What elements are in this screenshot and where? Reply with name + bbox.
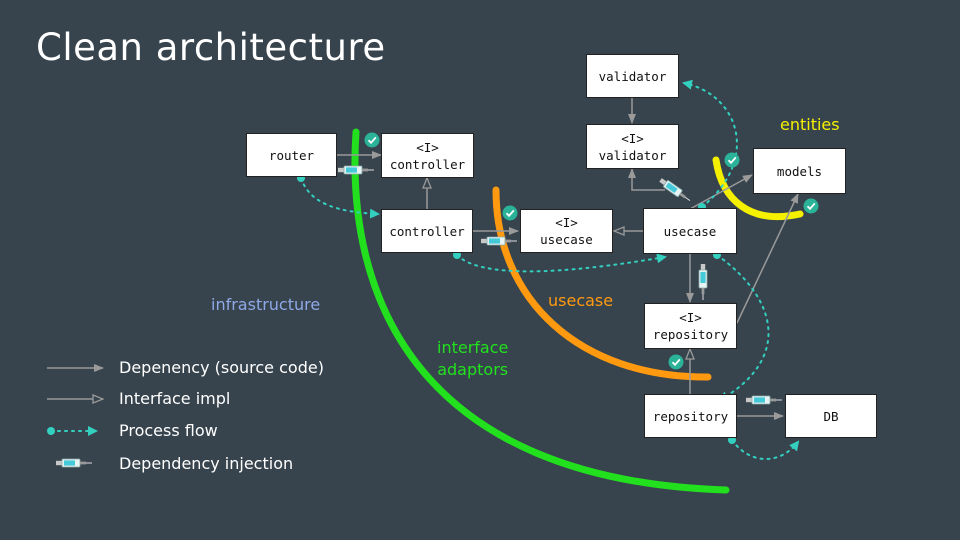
check-icon	[667, 353, 685, 371]
usecase-label: usecase	[663, 223, 717, 239]
db-box: DB	[785, 394, 877, 438]
irepository-box: <I> repository	[644, 303, 737, 349]
syringe-icon	[55, 458, 93, 468]
router-label: router	[268, 147, 315, 163]
interface-adaptors-arc	[351, 128, 730, 494]
syringe-icon	[480, 236, 518, 246]
syringe-icon	[745, 395, 783, 405]
check-icon	[723, 151, 741, 169]
usecase-box: usecase	[643, 208, 737, 254]
ivalidator-stereotype: <I>	[621, 130, 644, 146]
db-label: DB	[823, 408, 839, 424]
page-title: Clean architecture	[36, 26, 386, 69]
validator-box: validator	[586, 54, 679, 98]
check-icon	[363, 131, 381, 149]
entities-arc	[712, 156, 804, 221]
syringe-icon	[337, 165, 375, 175]
irepository-stereotype: <I>	[679, 310, 702, 325]
icontroller-label: controller	[389, 156, 466, 172]
validator-label: validator	[598, 68, 667, 84]
models-label: models	[776, 163, 823, 179]
legend-process-flow-label: Process flow	[119, 421, 218, 440]
controller-label: controller	[389, 223, 465, 239]
syringe-icon	[698, 263, 708, 301]
repository-box: repository	[644, 394, 737, 438]
router-box: router	[246, 133, 337, 177]
process-flow	[300, 79, 800, 460]
usecase-to-ivalidator-arrow	[628, 168, 665, 191]
iusecase-box: <I> usecase	[520, 209, 613, 253]
iusecase-stereotype: <I>	[555, 215, 578, 230]
check-icon	[802, 197, 820, 215]
entities-label: entities	[780, 115, 840, 134]
interface-adaptors-line2: adaptors	[437, 360, 509, 379]
icontroller-box: <I> controller	[381, 133, 474, 178]
usecase-layer-label: usecase	[548, 291, 614, 310]
legend-dependency-injection-label: Dependency injection	[119, 454, 294, 473]
legend-dependency-label: Depenency (source code)	[119, 358, 324, 377]
icontroller-stereotype: <I>	[416, 139, 439, 155]
infrastructure-label: infrastructure	[211, 295, 321, 314]
ivalidator-label: validator	[598, 147, 667, 163]
controller-box: controller	[381, 209, 473, 253]
check-icon	[501, 204, 519, 222]
usecase-to-models-arrow	[689, 174, 753, 210]
iusecase-label: usecase	[540, 232, 593, 247]
interface-adaptors-label: interface adaptors	[437, 337, 508, 381]
interface-adaptors-line1: interface	[437, 338, 509, 357]
irepository-label: repository	[652, 327, 729, 342]
irepository-to-models-arrow	[736, 193, 799, 324]
legend-interface-impl-label: Interface impl	[119, 389, 231, 408]
models-box: models	[753, 148, 846, 194]
legend-process-flow-icon	[47, 426, 98, 436]
repository-label: repository	[652, 408, 729, 424]
ivalidator-box: <I> validator	[586, 124, 679, 169]
